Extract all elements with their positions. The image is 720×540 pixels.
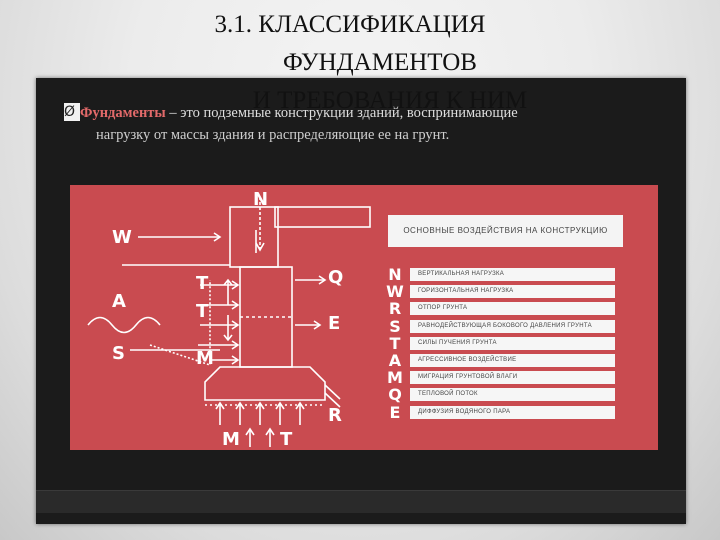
label-m-left: M (196, 348, 214, 369)
label-a: A (112, 291, 126, 312)
title-line-2: ФУНДАМЕНТОВ (283, 49, 477, 76)
label-r: R (328, 405, 342, 426)
definition-line-1: Фундаменты – это подземные конструкции з… (80, 103, 680, 123)
slide-title: 3.1. КЛАССИФИКАЦИЯ ФУНДАМЕНТОВ И ТРЕБОВА… (160, 6, 540, 120)
label-t-lower: T (196, 301, 209, 322)
legend-title: ОСНОВНЫЕ ВОЗДЕЙСТВИЯ НА КОНСТРУКЦИЮ (388, 215, 623, 247)
panel-footer-strip (36, 490, 686, 513)
legend-letter: W (386, 282, 404, 302)
legend-row: M МИГРАЦИЯ ГРУНТОВОЙ ВЛАГИ (386, 368, 626, 388)
legend-row: W ГОРИЗОНТАЛЬНАЯ НАГРУЗКА (386, 282, 626, 302)
label-m-bottom: M (222, 429, 240, 450)
legend-text: АГРЕССИВНОЕ ВОЗДЕЙСТВИЕ (410, 354, 615, 367)
legend-row: S РАВНОДЕЙСТВУЮЩАЯ БОКОВОГО ДАВЛЕНИЯ ГРУН… (386, 316, 626, 336)
legend-letter: N (388, 265, 402, 284)
legend-row: Q ТЕПЛОВОЙ ПОТОК (386, 385, 626, 405)
foundation-loads-diagram: N W A S T T M Q E R M T ОСНОВНЫЕ ВОЗДЕЙС… (70, 185, 658, 450)
legend-row: N ВЕРТИКАЛЬНАЯ НАГРУЗКА (386, 265, 626, 284)
legend-letter: E (389, 402, 401, 422)
label-t-upper: T (196, 273, 209, 294)
legend-row: R ОТПОР ГРУНТА (386, 299, 626, 319)
legend-letter: M (387, 368, 403, 388)
legend-text: СИЛЫ ПУЧЕНИЯ ГРУНТА (410, 336, 615, 350)
legend-row: T СИЛЫ ПУЧЕНИЯ ГРУНТА (386, 333, 626, 353)
legend-letter: Q (388, 385, 402, 405)
legend-letter: R (388, 299, 402, 319)
legend-letter: A (388, 351, 402, 370)
legend-letter: S (389, 316, 401, 336)
legend-text: ВЕРТИКАЛЬНАЯ НАГРУЗКА (410, 268, 615, 281)
legend-letter: T (389, 333, 401, 353)
legend-text: ДИФФУЗИЯ ВОДЯНОГО ПАРА (410, 405, 615, 419)
bullet-arrow-icon: Ø (64, 103, 80, 121)
title-line-3: И ТРЕБОВАНИЯ К НИМ (252, 87, 528, 114)
title-line-1: 3.1. КЛАССИФИКАЦИЯ (214, 11, 486, 38)
legend-text: ТЕПЛОВОЙ ПОТОК (410, 388, 615, 402)
legend-row: A АГРЕССИВНОЕ ВОЗДЕЙСТВИЕ (386, 351, 626, 370)
label-q: Q (328, 267, 344, 288)
legend-row: E ДИФФУЗИЯ ВОДЯНОГО ПАРА (386, 402, 626, 422)
legend-text: ОТПОР ГРУНТА (410, 302, 615, 316)
legend-text: ГОРИЗОНТАЛЬНАЯ НАГРУЗКА (410, 285, 615, 299)
legend-text: МИГРАЦИЯ ГРУНТОВОЙ ВЛАГИ (410, 371, 615, 385)
label-s: S (112, 343, 125, 364)
label-n: N (253, 189, 269, 210)
label-w: W (112, 227, 132, 248)
definition-line-2: нагрузку от массы здания и распределяющи… (96, 127, 450, 143)
foundation-drawing (87, 197, 371, 447)
definition-term: Фундаменты (80, 105, 166, 121)
definition-text-1: – это подземные конструкции зданий, восп… (165, 105, 518, 121)
label-t-bottom: T (280, 429, 293, 450)
label-e: E (328, 313, 341, 334)
legend-text: РАВНОДЕЙСТВУЮЩАЯ БОКОВОГО ДАВЛЕНИЯ ГРУНТ… (410, 319, 615, 333)
